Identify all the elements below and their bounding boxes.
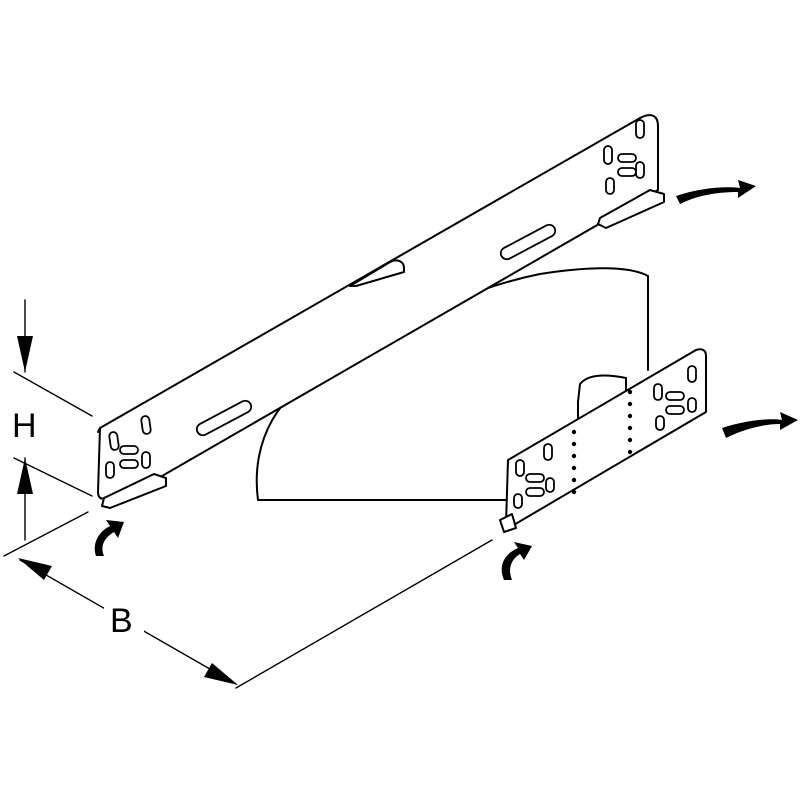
height-arrow-bottom: [17, 458, 33, 494]
curved-arrow-right: [722, 412, 798, 438]
curved-arrow-top-right: [676, 180, 756, 204]
height-label: H: [12, 407, 37, 445]
short-side-plate: [499, 348, 707, 533]
width-arrow-left: [18, 558, 52, 580]
width-dimension: B: [3, 511, 493, 689]
curved-arrow-center-bottom: [501, 542, 532, 580]
perforation-rows: [571, 389, 633, 495]
height-arrow-top: [17, 336, 33, 372]
long-side-plate: [97, 114, 665, 509]
width-label: B: [110, 602, 133, 640]
curved-arrow-left-bottom: [94, 520, 124, 556]
rotation-arrows: [94, 180, 798, 580]
height-dimension: H: [12, 299, 93, 541]
width-arrow-right: [204, 663, 238, 685]
